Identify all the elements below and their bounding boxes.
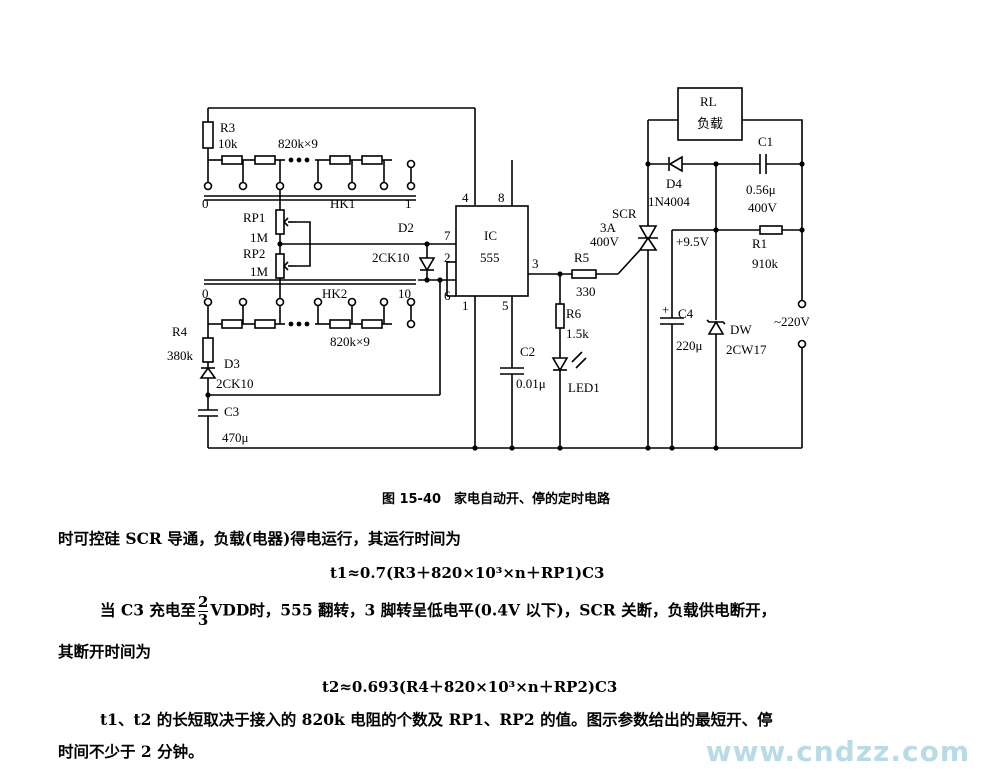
pin-3: 3 <box>532 256 539 271</box>
pin-1: 1 <box>462 298 469 313</box>
resistor-r6 <box>555 303 565 329</box>
switch1-pos1: 1 <box>405 196 412 211</box>
c3-label: C3 <box>224 404 239 419</box>
diode-d4 <box>668 155 683 173</box>
r3-value: 10k <box>218 136 238 151</box>
c1-value: 0.56μ <box>746 182 776 197</box>
c1-voltage: 400V <box>748 200 778 215</box>
formula-t2: t2≈0.693(R4＋820×10³×n＋RP2)C3 <box>322 678 618 696</box>
dw-label: DW <box>730 322 752 337</box>
dw-value: 2CW17 <box>726 342 767 357</box>
c4-plus: + <box>662 302 669 317</box>
c3-value: 470μ <box>222 430 249 445</box>
paragraph-4: t1、t2 的长短取决于接入的 820k 电阻的个数及 RP1、RP2 的值。图… <box>100 710 773 729</box>
switch2-pos0: 0 <box>202 286 209 301</box>
zener-dw <box>707 320 725 335</box>
resistor-r5 <box>571 269 597 279</box>
ac-label: ~220V <box>774 314 811 329</box>
scr-label: SCR <box>612 206 637 221</box>
r6-label: R6 <box>566 306 582 321</box>
watermark: www.cndzz.com <box>705 735 970 768</box>
hk1-label: HK1 <box>330 196 355 211</box>
scr-voltage: 400V <box>590 234 620 249</box>
pin-6: 6 <box>444 288 451 303</box>
pin-5: 5 <box>502 298 509 313</box>
rp2-value: 1M <box>250 264 269 279</box>
pot-rp2 <box>275 253 285 279</box>
rp2-label: RP2 <box>243 246 265 261</box>
d3-label: D3 <box>224 356 240 371</box>
ic-number: 555 <box>480 250 500 265</box>
led1 <box>551 357 569 372</box>
circuit-schematic: R3 10k 820k×9 0 HK1 1 RP1 1M RP2 1M 0 HK… <box>167 87 811 451</box>
r4-value: 380k <box>167 348 194 363</box>
led-label: LED1 <box>568 380 600 395</box>
r6-value: 1.5k <box>566 326 589 341</box>
paragraph-2a: 当 C3 充电至 <box>100 600 196 620</box>
ic-label: IC <box>484 228 497 243</box>
diode-d3 <box>199 366 217 379</box>
r1-value: 910k <box>752 256 779 271</box>
resistor-r1 <box>759 225 783 235</box>
rl-label: RL <box>700 94 717 109</box>
c4-value: 220μ <box>676 338 703 353</box>
paragraph-5: 时间不少于 2 分钟。 <box>58 742 204 761</box>
pin-2: 2 <box>444 250 451 265</box>
r1-label: R1 <box>752 236 767 251</box>
c1-label: C1 <box>758 134 773 149</box>
supply-voltage: +9.5V <box>676 234 710 249</box>
resistor-r3 <box>202 121 214 149</box>
d2-value: 2CK10 <box>372 250 410 265</box>
r3-label: R3 <box>220 120 235 135</box>
d4-value: 1N4004 <box>648 194 690 209</box>
resistor-r4 <box>202 337 214 363</box>
c2-label: C2 <box>520 344 535 359</box>
rl-sublabel: 负载 <box>697 116 723 131</box>
formula-t1: t1≈0.7(R3＋820×10³×n＋RP1)C3 <box>330 564 605 582</box>
figure-caption: 图 15-40 家电自动开、停的定时电路 <box>381 492 611 507</box>
switch2-pos10: 10 <box>398 286 411 301</box>
r4-label: R4 <box>172 324 188 339</box>
r5-label: R5 <box>574 250 589 265</box>
d3-value: 2CK10 <box>216 376 254 391</box>
scr-current: 3A <box>600 220 617 235</box>
c4-label: C4 <box>678 306 694 321</box>
switch1-pos0: 0 <box>202 196 209 211</box>
pin-8: 8 <box>498 190 505 205</box>
scr-triac <box>638 225 658 242</box>
diode-d2 <box>418 257 436 272</box>
chain-top-label: 820k×9 <box>278 136 318 151</box>
d4-label: D4 <box>666 176 682 191</box>
paragraph-3: 其断开时间为 <box>58 642 152 661</box>
paragraph-1: 时可控硅 SCR 导通，负载(电器)得电运行，其运行时间为 <box>58 529 461 548</box>
pin-4: 4 <box>462 190 469 205</box>
ic-555 <box>455 205 529 297</box>
chain-bot-label: 820k×9 <box>330 334 370 349</box>
c2-value: 0.01μ <box>516 376 546 391</box>
hk2-label: HK2 <box>322 286 347 301</box>
rp1-label: RP1 <box>243 210 265 225</box>
d2-label: D2 <box>398 220 414 235</box>
pot-rp1 <box>275 209 285 235</box>
load-rl <box>677 87 743 141</box>
pin-7: 7 <box>444 228 451 243</box>
paragraph-2b: VDD时，555 翻转，3 脚转呈低电平(0.4V 以下)，SCR 关断，负载供… <box>210 600 777 620</box>
rp1-value: 1M <box>250 230 269 245</box>
r5-value: 330 <box>576 284 596 299</box>
